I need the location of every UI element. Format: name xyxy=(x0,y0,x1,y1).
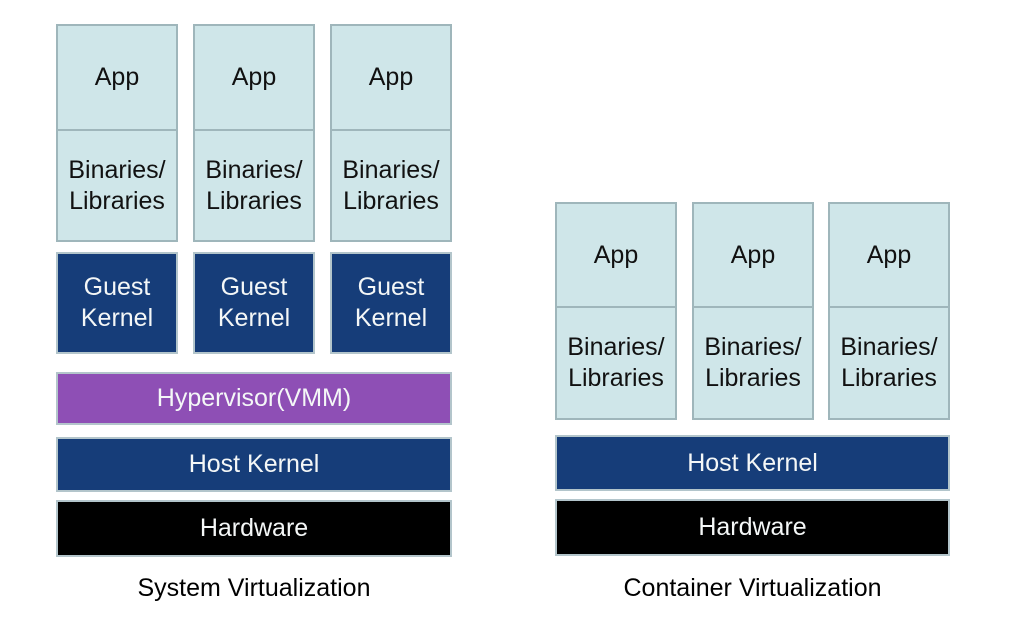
guest-kernel-label-line1: Guest xyxy=(220,273,288,301)
hardware-label: Hardware xyxy=(199,514,309,542)
binaries-label-line1: Binaries/ xyxy=(567,333,665,362)
container-column: App Binaries/ Libraries xyxy=(828,202,950,420)
app-label: App xyxy=(593,240,639,269)
guest-kernel-box: Guest Kernel xyxy=(193,252,315,354)
app-box: App xyxy=(557,204,675,306)
guest-kernel-label-line2: Kernel xyxy=(354,304,428,332)
binaries-libraries-box: Binaries/ Libraries xyxy=(58,129,176,240)
host-kernel-bar: Host Kernel xyxy=(555,435,950,491)
binaries-label-line1: Binaries/ xyxy=(840,333,938,362)
binaries-label-line2: Libraries xyxy=(69,186,165,215)
vm-column: App Binaries/ Libraries xyxy=(193,24,315,242)
app-box: App xyxy=(58,26,176,129)
binaries-label-line2: Libraries xyxy=(206,186,302,215)
system-virtualization-caption: System Virtualization xyxy=(137,573,371,602)
app-label: App xyxy=(866,240,912,269)
hypervisor-bar: Hypervisor(VMM) xyxy=(56,372,452,425)
app-label: App xyxy=(94,63,140,92)
binaries-label-line1: Binaries/ xyxy=(68,155,166,184)
app-box: App xyxy=(694,204,812,306)
binaries-libraries-box: Binaries/ Libraries xyxy=(830,306,948,418)
guest-kernel-label-line2: Kernel xyxy=(217,304,291,332)
hardware-bar: Hardware xyxy=(56,500,452,557)
hardware-label: Hardware xyxy=(698,513,807,541)
guest-kernel-label-line1: Guest xyxy=(357,273,425,301)
app-label: App xyxy=(368,63,414,92)
app-box: App xyxy=(830,204,948,306)
app-label: App xyxy=(231,63,277,92)
binaries-libraries-box: Binaries/ Libraries xyxy=(332,129,450,240)
hypervisor-label: Hypervisor(VMM) xyxy=(156,384,352,412)
vm-column: App Binaries/ Libraries xyxy=(330,24,452,242)
guest-kernel-box: Guest Kernel xyxy=(56,252,178,354)
host-kernel-bar: Host Kernel xyxy=(56,437,452,492)
binaries-label-line2: Libraries xyxy=(841,364,937,393)
binaries-label-line1: Binaries/ xyxy=(342,155,440,184)
binaries-label-line2: Libraries xyxy=(343,186,439,215)
binaries-label-line2: Libraries xyxy=(568,364,664,393)
guest-kernel-box: Guest Kernel xyxy=(330,252,452,354)
app-label: App xyxy=(730,240,776,269)
app-box: App xyxy=(195,26,313,129)
container-column: App Binaries/ Libraries xyxy=(555,202,677,420)
host-kernel-label: Host Kernel xyxy=(687,448,818,477)
binaries-label-line1: Binaries/ xyxy=(205,155,303,184)
host-kernel-label: Host Kernel xyxy=(188,450,320,478)
guest-kernel-label-line1: Guest xyxy=(83,273,151,301)
container-virtualization-caption: Container Virtualization xyxy=(623,573,882,602)
binaries-label-line2: Libraries xyxy=(705,364,801,393)
guest-kernel-label-line2: Kernel xyxy=(80,304,154,332)
binaries-libraries-box: Binaries/ Libraries xyxy=(557,306,675,418)
binaries-libraries-box: Binaries/ Libraries xyxy=(694,306,812,418)
vm-column: App Binaries/ Libraries xyxy=(56,24,178,242)
app-box: App xyxy=(332,26,450,129)
binaries-libraries-box: Binaries/ Libraries xyxy=(195,129,313,240)
hardware-bar: Hardware xyxy=(555,499,950,556)
binaries-label-line1: Binaries/ xyxy=(704,333,802,362)
container-column: App Binaries/ Libraries xyxy=(692,202,814,420)
